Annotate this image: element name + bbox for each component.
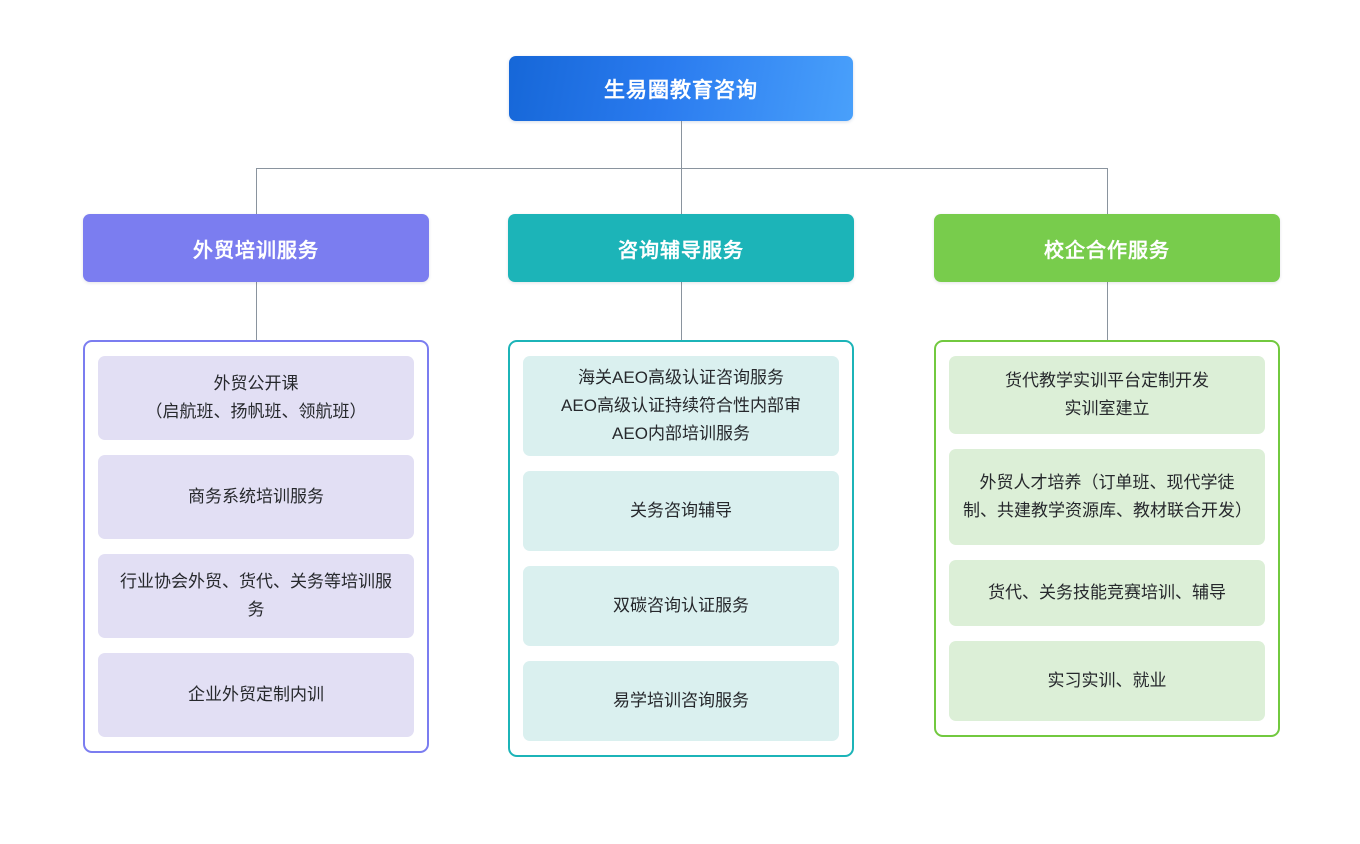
leaf-card-label: 关务咨询辅导 <box>630 501 732 520</box>
branch-group-box-training: 外贸公开课 （启航班、扬帆班、领航班） 商务系统培训服务 行业协会外贸、货代、关… <box>83 340 429 753</box>
leaf-card[interactable]: 货代教学实训平台定制开发 实训室建立 <box>949 356 1265 434</box>
leaf-card[interactable]: 实习实训、就业 <box>949 641 1265 721</box>
leaf-card[interactable]: 外贸公开课 （启航班、扬帆班、领航班） <box>98 356 414 440</box>
branch-header-label: 外贸培训服务 <box>193 239 319 262</box>
leaf-card-label: 实习实训、就业 <box>1047 671 1167 690</box>
leaf-card[interactable]: 商务系统培训服务 <box>98 455 414 539</box>
connector-drop-branch-2 <box>681 168 682 214</box>
connector-header-to-group-1 <box>256 282 257 340</box>
leaf-card-label: 行业协会外贸、货代、关务等培训服务 <box>120 572 392 619</box>
branch-column-training: 外贸培训服务 外贸公开课 （启航班、扬帆班、领航班） 商务系统培训服务 行业协会… <box>83 214 429 753</box>
branch-header-training[interactable]: 外贸培训服务 <box>83 214 429 282</box>
leaf-card-label: 外贸人才培养（订单班、现代学徒制、共建教学资源库、教材联合开发） <box>963 473 1252 520</box>
leaf-card-label: 货代教学实训平台定制开发 实训室建立 <box>1005 371 1209 418</box>
connector-header-to-group-3 <box>1107 282 1108 340</box>
branch-header-label: 咨询辅导服务 <box>618 239 744 262</box>
connector-drop-branch-1 <box>256 168 257 214</box>
connector-drop-branch-3 <box>1107 168 1108 214</box>
leaf-card-label: 企业外贸定制内训 <box>188 685 324 704</box>
leaf-card-label: 双碳咨询认证服务 <box>613 596 749 615</box>
branch-column-consulting: 咨询辅导服务 海关AEO高级认证咨询服务 AEO高级认证持续符合性内部审 AEO… <box>508 214 854 757</box>
root-node-label: 生易圈教育咨询 <box>604 78 758 102</box>
leaf-card-label: 商务系统培训服务 <box>188 487 324 506</box>
leaf-card[interactable]: 货代、关务技能竞赛培训、辅导 <box>949 560 1265 626</box>
root-node-company[interactable]: 生易圈教育咨询 <box>509 56 853 121</box>
branch-header-label: 校企合作服务 <box>1044 239 1170 262</box>
leaf-card[interactable]: 外贸人才培养（订单班、现代学徒制、共建教学资源库、教材联合开发） <box>949 449 1265 545</box>
connector-root-stem <box>681 121 682 168</box>
leaf-card[interactable]: 关务咨询辅导 <box>523 471 839 551</box>
leaf-card-label: 外贸公开课 （启航班、扬帆班、领航班） <box>145 374 367 421</box>
branch-header-school-enterprise[interactable]: 校企合作服务 <box>934 214 1280 282</box>
leaf-card[interactable]: 企业外贸定制内训 <box>98 653 414 737</box>
branch-group-box-school-enterprise: 货代教学实训平台定制开发 实训室建立 外贸人才培养（订单班、现代学徒制、共建教学… <box>934 340 1280 737</box>
leaf-card[interactable]: 双碳咨询认证服务 <box>523 566 839 646</box>
branch-header-consulting[interactable]: 咨询辅导服务 <box>508 214 854 282</box>
leaf-card[interactable]: 行业协会外贸、货代、关务等培训服务 <box>98 554 414 638</box>
leaf-card[interactable]: 海关AEO高级认证咨询服务 AEO高级认证持续符合性内部审 AEO内部培训服务 <box>523 356 839 456</box>
branch-column-school-enterprise: 校企合作服务 货代教学实训平台定制开发 实训室建立 外贸人才培养（订单班、现代学… <box>934 214 1280 737</box>
leaf-card-label: 易学培训咨询服务 <box>613 691 749 710</box>
connector-header-to-group-2 <box>681 282 682 340</box>
leaf-card-label: 海关AEO高级认证咨询服务 AEO高级认证持续符合性内部审 AEO内部培训服务 <box>561 368 801 443</box>
leaf-card-label: 货代、关务技能竞赛培训、辅导 <box>988 583 1226 602</box>
leaf-card[interactable]: 易学培训咨询服务 <box>523 661 839 741</box>
branch-group-box-consulting: 海关AEO高级认证咨询服务 AEO高级认证持续符合性内部审 AEO内部培训服务 … <box>508 340 854 757</box>
